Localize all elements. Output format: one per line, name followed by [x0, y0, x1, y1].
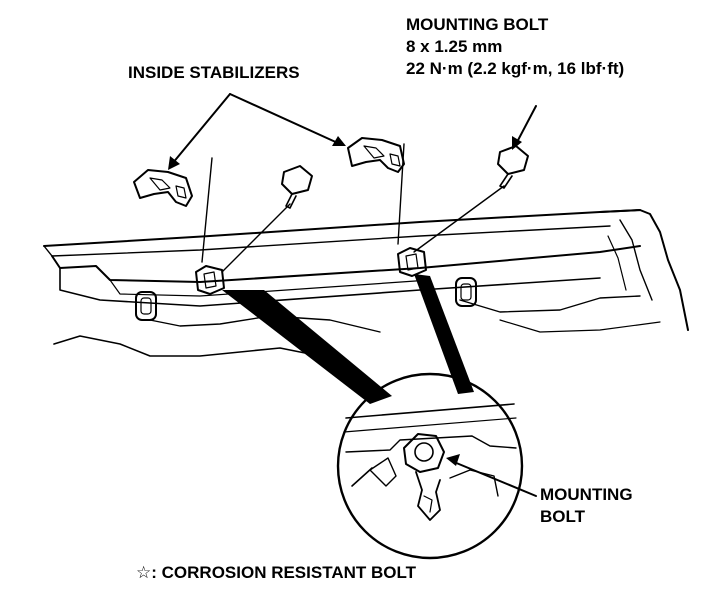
arrowhead-stabilizer-right	[332, 136, 346, 146]
label-mounting-bolt-torque: 22 N·m (2.2 kgf·m, 16 lbf·ft)	[406, 59, 625, 78]
label-mounting-bolt-spec: MOUNTING BOLT 8 x 1.25 mm 22 N·m (2.2 kg…	[406, 14, 624, 80]
panel-ridge	[109, 279, 431, 297]
label-mounting-bolt-size: 8 x 1.25 mm	[406, 37, 503, 56]
detail-clip	[415, 471, 441, 521]
leader-stabilizer-right-part	[229, 93, 341, 145]
star-icon: ☆	[136, 563, 152, 583]
zoom-cone-left	[222, 290, 392, 404]
lower-contour-right2	[499, 319, 661, 333]
leader-line-clip-left	[201, 157, 213, 263]
stabilizer-part-right	[347, 137, 405, 173]
panel-slot-right	[455, 277, 477, 307]
panel-face-lower	[59, 267, 601, 307]
leader-line-bolt-right	[413, 185, 505, 253]
panel-slot-left	[135, 291, 157, 321]
label-mounting-bolt-detail-line1: MOUNTING	[540, 485, 633, 504]
legend: ☆: CORROSION RESISTANT BOLT	[136, 562, 416, 584]
panel-face	[51, 245, 641, 283]
panel-right-fold2	[607, 235, 627, 291]
leader-line-bolt-left	[221, 203, 291, 273]
arrowhead-bolt-detail	[446, 454, 460, 466]
detail-circle	[336, 372, 524, 560]
stabilizer-part-left	[133, 169, 193, 207]
leader-stabilizer-left-part	[171, 93, 231, 165]
lower-contour-left	[53, 335, 341, 361]
panel-right-end	[599, 209, 689, 331]
arrowhead-bolt-top	[512, 136, 522, 150]
clip-right	[397, 247, 427, 277]
clip-left	[195, 265, 225, 295]
panel-right-fold	[619, 219, 653, 301]
leader-line-clip-right	[397, 143, 405, 245]
panel-top-edge-inner	[43, 225, 611, 257]
bolt-left	[281, 165, 313, 209]
legend-text: : CORROSION RESISTANT BOLT	[151, 563, 417, 582]
bolt-right	[497, 145, 529, 189]
lower-contour-mid	[149, 315, 381, 333]
leader-mounting-bolt-top	[515, 105, 537, 145]
label-mounting-bolt-detail-line2: BOLT	[540, 507, 586, 526]
label-inside-stabilizers: INSIDE STABILIZERS	[128, 63, 300, 82]
lower-contour-right	[459, 295, 641, 313]
detail-bolt-head	[403, 433, 445, 473]
zoom-cone-right	[414, 274, 474, 394]
arrowhead-stabilizer-left	[168, 156, 180, 170]
label-mounting-bolt-title: MOUNTING BOLT	[406, 15, 549, 34]
label-mounting-bolt-detail: MOUNTING BOLT	[540, 484, 633, 528]
